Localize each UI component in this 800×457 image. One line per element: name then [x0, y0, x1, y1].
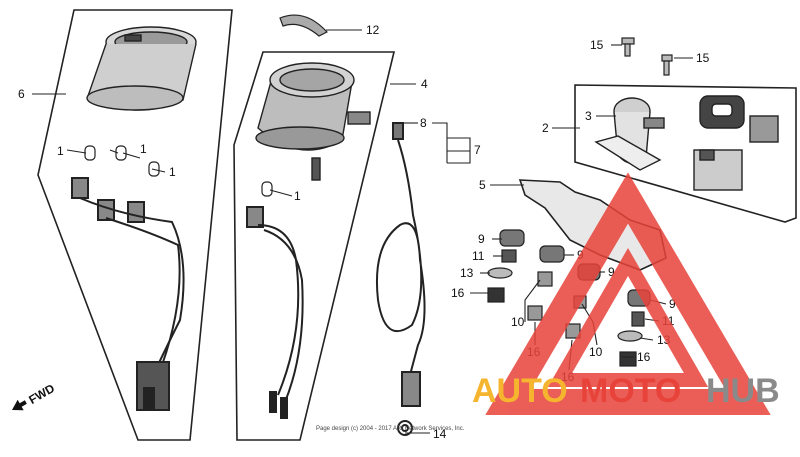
tachometer-harness: [246, 206, 304, 419]
callout-7: 7: [474, 143, 481, 157]
callout-14: 14: [433, 427, 447, 441]
callout-16: 16: [451, 286, 465, 300]
callout-15: 15: [590, 38, 604, 52]
callout-12: 12: [366, 23, 380, 37]
logo-triangle-inner: [547, 247, 709, 387]
ignition-switch: [594, 95, 779, 191]
callout-10: 10: [511, 315, 525, 329]
ignition-switch-panel: [574, 84, 797, 223]
tachometer-panel: [233, 51, 396, 441]
callout-4: 4: [421, 77, 428, 91]
callout-16: 16: [637, 350, 651, 364]
logo-wordmark: AUTO MOTO HUB: [472, 372, 780, 410]
callout-1: 1: [140, 142, 147, 156]
automotohub-logo: [485, 172, 771, 415]
logo-word-hub: HUB: [706, 372, 780, 410]
callout-2: 2: [542, 121, 549, 135]
callout-9: 9: [478, 232, 485, 246]
callout-15: 15: [696, 51, 710, 65]
fwd-arrow: FWD: [12, 381, 57, 411]
cover-piece: [279, 14, 328, 37]
callout-1: 1: [57, 144, 64, 158]
callout-6: 6: [18, 87, 25, 101]
callout-5: 5: [479, 178, 486, 192]
tachometer-bulb: [261, 181, 273, 197]
callout-9: 9: [669, 297, 676, 311]
speedometer-panel: [37, 9, 233, 441]
logo-word-auto: AUTO: [472, 372, 568, 410]
speedometer-bulbs: [84, 145, 160, 177]
callout-1: 1: [169, 165, 176, 179]
screws: [621, 37, 673, 76]
callout-1: 1: [294, 189, 301, 203]
speedometer-assembly: [86, 26, 197, 111]
callout-9: 9: [608, 265, 615, 279]
logo-triangle-outer: [485, 172, 771, 415]
tachometer-assembly: [255, 62, 371, 181]
callout-8: 8: [420, 116, 427, 130]
logo-word-moto: MOTO: [580, 372, 681, 410]
callout-3: 3: [585, 109, 592, 123]
callout-13: 13: [460, 266, 474, 280]
callout-11: 11: [472, 249, 485, 263]
copyright-text: Page design (c) 2004 - 2017 ARI Network …: [316, 426, 465, 432]
speedometer-harness: [71, 177, 185, 411]
meter-cable: [375, 122, 426, 436]
callout-10: 10: [589, 345, 603, 359]
fwd-label: FWD: [26, 381, 57, 407]
